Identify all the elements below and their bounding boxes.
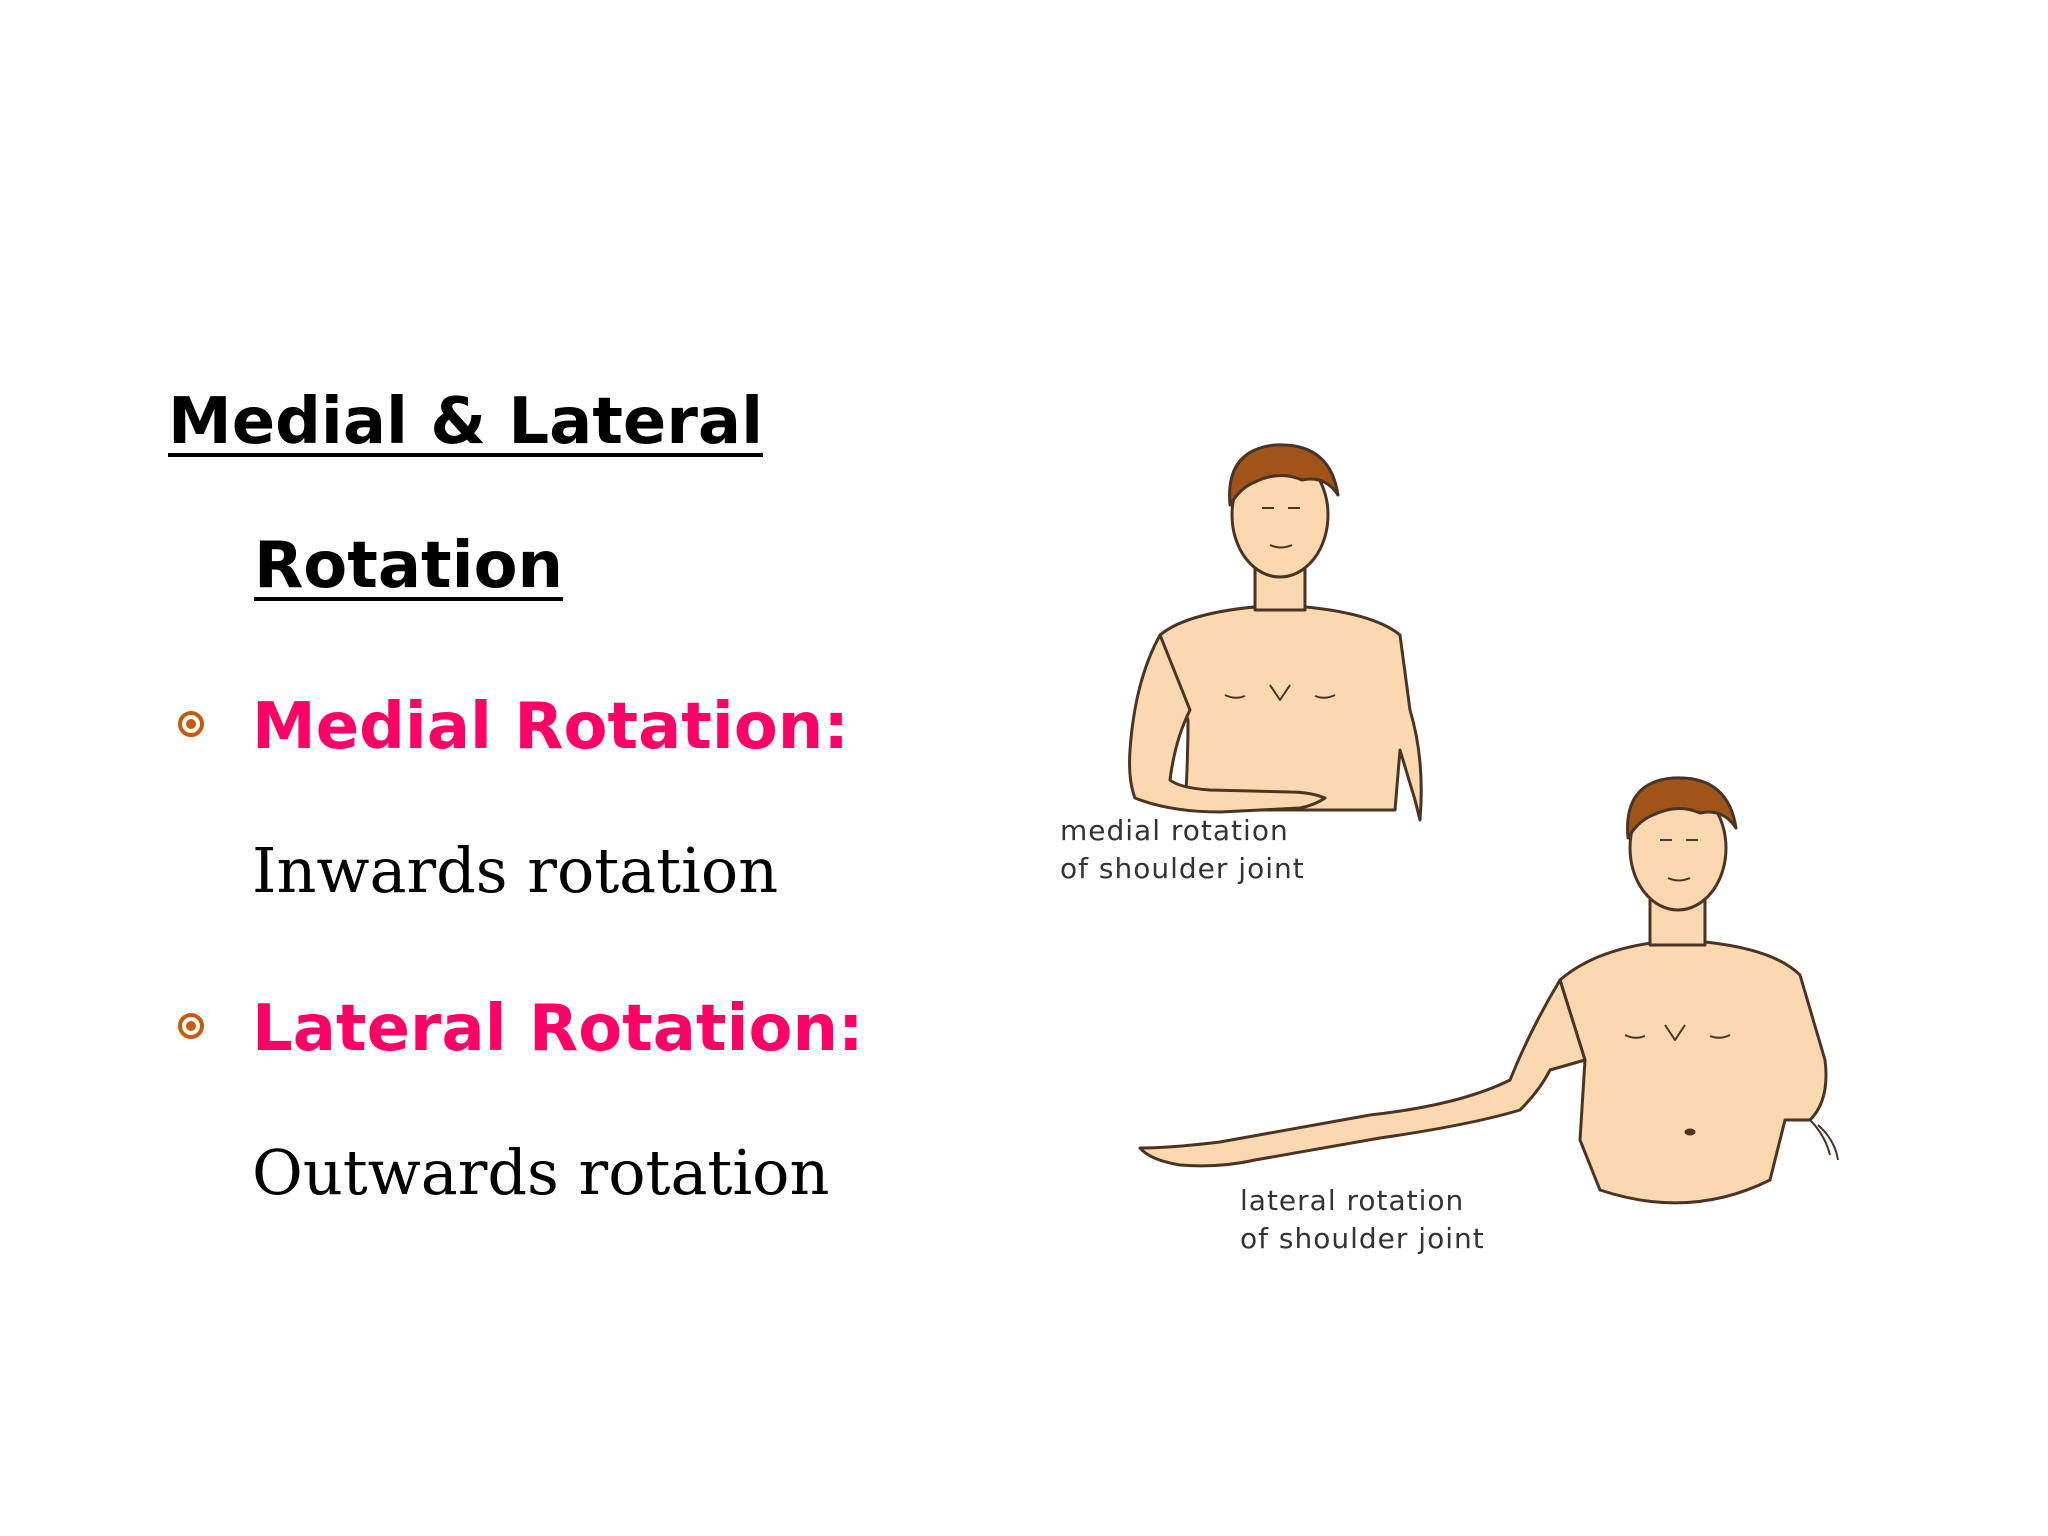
lateral-rotation-term: Lateral Rotation: xyxy=(252,992,864,1066)
lateral-rotation-caption: lateral rotation of shoulder joint xyxy=(1240,1182,1485,1258)
medial-caption-line2: of shoulder joint xyxy=(1060,852,1305,885)
arm-medial xyxy=(1128,633,1327,814)
lateral-caption-line2: of shoulder joint xyxy=(1240,1222,1485,1255)
medial-caption-line1: medial rotation xyxy=(1060,814,1289,847)
slide-title-line1: Medial & Lateral xyxy=(168,385,763,459)
slide-title-line2: Rotation xyxy=(254,529,564,603)
bullet-target-icon xyxy=(178,711,204,737)
bullet-target-icon xyxy=(178,1013,204,1039)
arm-lateral xyxy=(1138,978,1587,1168)
lateral-rotation-figure xyxy=(1138,776,1839,1205)
medial-rotation-description: Inwards rotation xyxy=(252,834,779,907)
illustration-svg xyxy=(1128,443,1839,1205)
hair-medial xyxy=(1228,443,1340,507)
torso-lateral xyxy=(1558,938,1828,1205)
lateral-caption-line1: lateral rotation xyxy=(1240,1184,1465,1217)
shoulder-rotation-illustration: medial rotation of shoulder joint latera… xyxy=(1040,420,1940,1280)
medial-rotation-term: Medial Rotation: xyxy=(252,690,849,764)
medial-rotation-figure xyxy=(1128,443,1423,822)
hair-lateral xyxy=(1626,776,1738,840)
medial-rotation-caption: medial rotation of shoulder joint xyxy=(1060,812,1305,888)
lateral-rotation-description: Outwards rotation xyxy=(252,1136,830,1209)
